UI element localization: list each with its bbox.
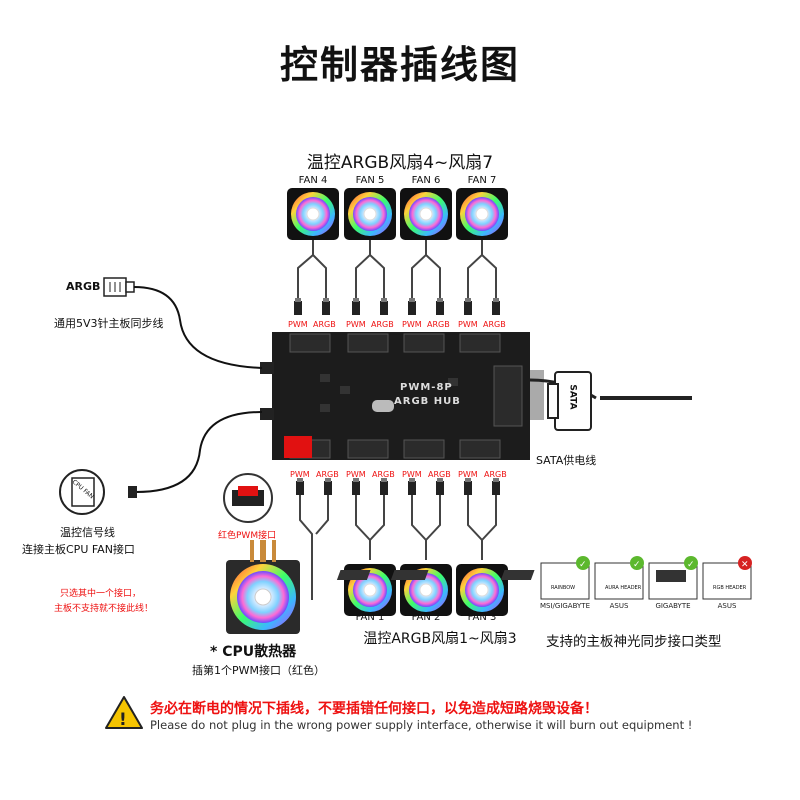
cpu-fan-cable xyxy=(135,411,263,493)
hub-label-line1: PWM-8P xyxy=(400,382,453,393)
board-name: MSI/GIGABYTE xyxy=(539,602,590,610)
top-fan-4 xyxy=(286,187,340,241)
argb-connector-icon xyxy=(103,277,135,297)
bottom-fan-label: FAN 1 xyxy=(355,612,385,623)
board-header-icons: ✓ ✓ ✓ ✕ xyxy=(336,556,752,600)
warning-icon: ! xyxy=(105,696,143,730)
cpu-fan-plug xyxy=(128,486,137,498)
sata-icon-text: SATA xyxy=(567,384,578,410)
bottom-plugs xyxy=(296,478,500,495)
port-label-pwm: PWM xyxy=(346,320,366,329)
cpu-port-label-argb: ARGB xyxy=(316,470,339,479)
argb-connector-label: ARGB xyxy=(66,280,101,293)
bottom-fan-label: FAN 3 xyxy=(467,612,497,623)
bottom-fan-3 xyxy=(455,563,509,617)
cpu-cooler-illustration xyxy=(226,540,300,634)
cpu-fan-desc-line2: 连接主板CPU FAN接口 xyxy=(22,543,135,556)
board-name: ASUS xyxy=(717,602,737,610)
bottom-section-label: 温控ARGB风扇1~风扇3 xyxy=(363,631,517,647)
hub-label-line2: ARGB HUB xyxy=(394,396,461,407)
board-header-label: RAINBOW xyxy=(551,585,576,591)
top-section-label: 温控ARGB风扇4~风扇7 xyxy=(306,153,494,173)
sata-connector-icon xyxy=(547,371,592,431)
red-pwm-label: 红色PWM接口 xyxy=(218,531,277,541)
port-label-argb: ARGB xyxy=(484,470,507,479)
top-fan-7 xyxy=(455,187,509,241)
top-plugs xyxy=(294,298,500,315)
warning-text-en: Please do not plug in the wrong power su… xyxy=(150,718,693,732)
bottom-fan-label: FAN 2 xyxy=(411,612,441,623)
svg-text:!: ! xyxy=(119,710,127,730)
cpu-fan-connector-icon xyxy=(59,469,105,515)
top-fan-label: FAN 7 xyxy=(467,175,497,186)
top-fan-label: FAN 4 xyxy=(298,175,328,186)
board-header-label: AURA HEADER xyxy=(605,585,642,591)
port-label-argb: ARGB xyxy=(371,320,394,329)
port-label-pwm: PWM xyxy=(458,470,478,479)
warning-text-cn: 务必在断电的情况下插线，不要插错任何接口，以免造成短路烧毁设备！ xyxy=(150,701,598,717)
sata-desc: SATA供电线 xyxy=(536,454,597,467)
port-label-argb: ARGB xyxy=(372,470,395,479)
svg-text:✕: ✕ xyxy=(741,560,749,570)
port-label-argb: ARGB xyxy=(313,320,336,329)
boards-caption: 支持的主板神光同步接口类型 xyxy=(546,634,722,650)
top-fan-label: FAN 6 xyxy=(411,175,441,186)
hub-board xyxy=(260,332,530,460)
port-label-pwm: PWM xyxy=(402,470,422,479)
port-label-argb: ARGB xyxy=(483,320,506,329)
svg-text:✓: ✓ xyxy=(687,560,695,570)
cpu-cooler-desc: 插第1个PWM接口（红色） xyxy=(192,664,325,677)
board-name: GIGABYTE xyxy=(655,602,691,610)
port-label-pwm: PWM xyxy=(402,320,422,329)
port-label-pwm: PWM xyxy=(346,470,366,479)
port-label-argb: ARGB xyxy=(428,470,451,479)
svg-text:✓: ✓ xyxy=(633,560,641,570)
board-header-label: RGB HEADER xyxy=(713,585,747,591)
note-line1: 只选其中一个接口， xyxy=(60,589,142,599)
argb-cable xyxy=(133,286,263,369)
top-fan-5 xyxy=(343,187,397,241)
board-name: ASUS xyxy=(609,602,629,610)
argb-connector-desc: 通用5V3针主板同步线 xyxy=(54,317,164,330)
note-line2: 主板不支持就不接此线！ xyxy=(54,604,154,614)
cpu-fan-desc-line1: 温控信号线 xyxy=(60,526,115,539)
top-fan-cables xyxy=(297,240,497,300)
svg-text:✓: ✓ xyxy=(579,560,587,570)
cpu-port-label-pwm: PWM xyxy=(290,470,310,479)
bottom-fan-cables xyxy=(299,492,497,600)
page-title: 控制器插线图 xyxy=(279,43,520,87)
port-label-pwm: PWM xyxy=(288,320,308,329)
red-pwm-illustration xyxy=(223,473,273,523)
top-fan-6 xyxy=(399,187,453,241)
port-label-pwm: PWM xyxy=(458,320,478,329)
port-label-argb: ARGB xyxy=(427,320,450,329)
cpu-cooler-title: * CPU散热器 xyxy=(210,644,297,660)
top-fan-label: FAN 5 xyxy=(355,175,385,186)
